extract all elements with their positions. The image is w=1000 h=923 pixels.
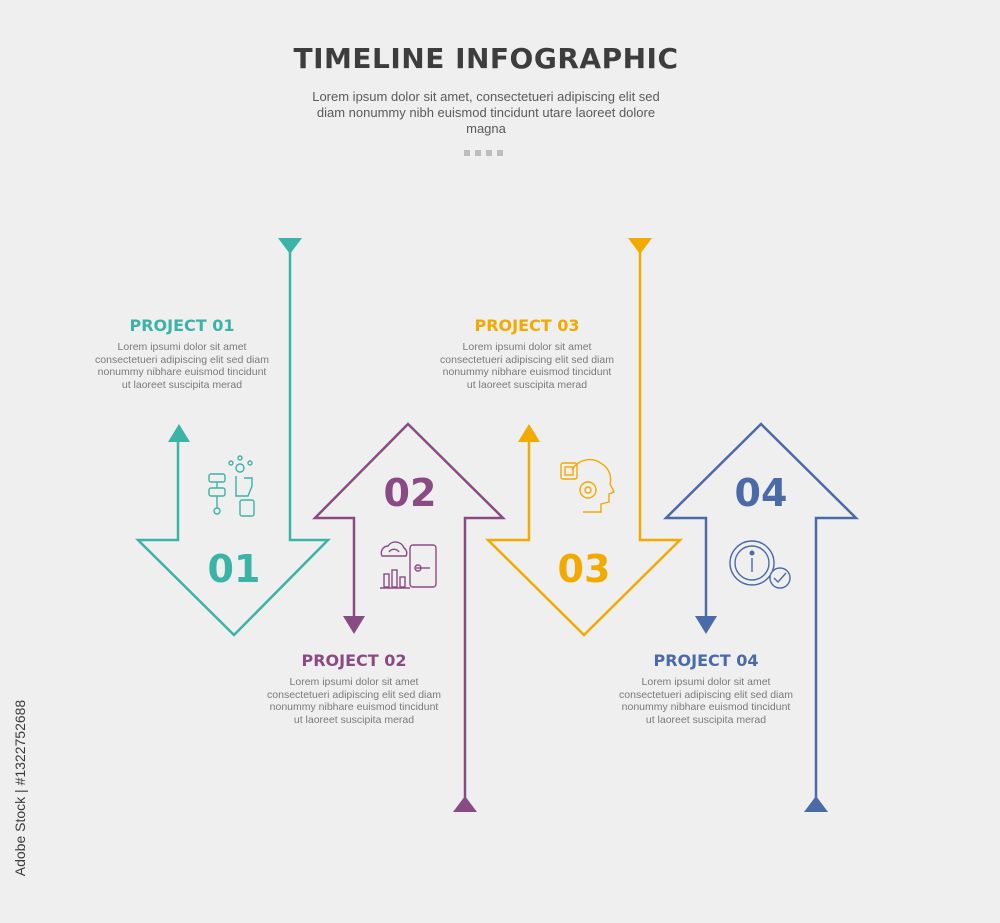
step-03-up-arrowhead <box>518 424 540 442</box>
step-01-arrow <box>134 250 331 637</box>
step-02-title: PROJECT 02 <box>301 651 407 670</box>
step-03-number: 03 <box>558 547 611 591</box>
step-04-down-arrowhead <box>695 616 717 634</box>
step-04-arrow <box>662 422 860 800</box>
step-02-number: 02 <box>384 471 437 515</box>
page-title: TIMELINE INFOGRAPHIC <box>293 42 679 75</box>
step-04-description: Lorem ipsumi dolor sit amet consectetuer… <box>619 676 793 726</box>
step-01-description: Lorem ipsumi dolor sit amet consectetuer… <box>95 341 269 391</box>
step-02-down-arrowhead <box>343 616 365 634</box>
divider-dots <box>464 150 503 156</box>
step-01-number: 01 <box>208 547 261 591</box>
watermark-text: Adobe Stock | #1322752688 <box>12 699 28 877</box>
step-01-title: PROJECT 01 <box>129 316 235 335</box>
step-04-bottom-marker <box>804 796 828 812</box>
step-03-top-marker <box>628 238 652 254</box>
page-subtitle: Lorem ipsum dolor sit amet, consectetuer… <box>312 89 660 136</box>
step-02-bottom-marker <box>453 796 477 812</box>
robot-hand-flowchart-icon <box>208 455 255 517</box>
step-04-number: 04 <box>735 471 788 515</box>
step-01-up-arrowhead <box>168 424 190 442</box>
step-02-description: Lorem ipsumi dolor sit amet consectetuer… <box>267 676 441 726</box>
step-04-title: PROJECT 04 <box>653 651 759 670</box>
step-02-arrow <box>312 422 507 800</box>
step-03-description: Lorem ipsumi dolor sit amet consectetuer… <box>440 341 614 391</box>
step-01-top-marker <box>278 238 302 254</box>
step-03-title: PROJECT 03 <box>474 316 580 335</box>
step-03-arrow <box>484 250 684 637</box>
ai-head-chip-icon <box>560 458 615 513</box>
info-check-icon <box>729 540 791 589</box>
cloud-phone-analytics-icon <box>380 541 437 589</box>
stock-watermark: Adobe Stock | #1322752688 <box>10 680 30 910</box>
